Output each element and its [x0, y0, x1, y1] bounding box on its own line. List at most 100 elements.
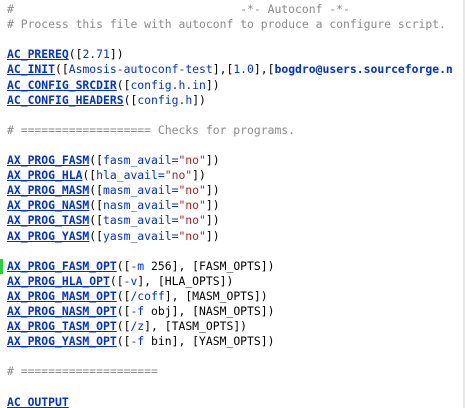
punctuation: ([ — [82, 168, 97, 183]
punctuation: ([ — [123, 92, 138, 107]
macro-name: AX_PROG_YASM — [7, 228, 90, 243]
macro-name: AX_PROG_HLA — [7, 168, 83, 183]
punctuation: ([ — [68, 47, 83, 62]
punctuation: ([ — [116, 334, 131, 349]
argument-text: tasm_avail= — [103, 213, 179, 228]
punctuation: ([ — [116, 258, 131, 273]
code-line[interactable]: AX_PROG_MASM_OPT([/coff], [MASM_OPTS]) — [7, 289, 268, 304]
argument-text: masm_avail= — [103, 183, 179, 198]
punctuation: ([ — [89, 153, 104, 167]
macro-name: AX_PROG_YASM_OPT — [7, 334, 117, 349]
comment-text: # Process this file with autoconf to pro… — [7, 17, 446, 32]
punctuation: ]) — [192, 168, 206, 183]
punctuation: ([ — [89, 213, 104, 228]
argument-text: /z — [130, 319, 145, 334]
punctuation: bin], [YASM_OPTS]) — [144, 334, 275, 349]
macro-name: AX_PROG_FASM_OPT — [7, 258, 117, 273]
string-literal: "no" — [178, 198, 206, 213]
code-line[interactable]: # ==================== — [7, 364, 158, 379]
code-line[interactable]: AC_CONFIG_HEADERS([config.h]) — [7, 93, 206, 108]
code-line[interactable]: # =================== Checks for program… — [7, 123, 295, 138]
argument-text: nasm_avail= — [103, 198, 179, 213]
code-line[interactable]: AX_PROG_NASM([nasm_avail="no"]) — [7, 198, 220, 213]
punctuation: ([ — [89, 228, 104, 243]
argument-text: hla_avail= — [96, 168, 165, 183]
punctuation: ]) — [205, 153, 220, 167]
code-line[interactable]: AX_PROG_TASM([tasm_avail="no"]) — [7, 213, 220, 228]
punctuation: ([ — [55, 62, 69, 77]
code-line[interactable]: # Process this file with autoconf to pro… — [7, 17, 446, 32]
punctuation: ],[ — [212, 62, 234, 77]
punctuation: ([ — [89, 198, 104, 213]
argument-text: fasm_avail= — [103, 153, 179, 167]
code-line[interactable]: AX_PROG_YASM_OPT([-f bin], [YASM_OPTS]) — [7, 334, 274, 349]
punctuation: ]) — [205, 228, 220, 243]
code-line[interactable]: AX_PROG_HLA([hla_avail="no"]) — [7, 168, 206, 183]
macro-name: AX_PROG_NASM_OPT — [7, 304, 117, 318]
code-line[interactable]: # -*- Autoconf -*- — [7, 2, 350, 17]
punctuation: ]) — [205, 183, 220, 198]
macro-name: AX_PROG_NASM — [7, 198, 90, 213]
macro-name: AX_PROG_FASM — [7, 153, 90, 167]
macro-name: AC_OUTPUT — [7, 394, 69, 408]
string-literal: "no" — [178, 153, 206, 167]
punctuation: ]) — [109, 47, 124, 62]
code-line[interactable]: AX_PROG_YASM([yasm_avail="no"]) — [7, 229, 220, 244]
code-line[interactable]: AC_PREREQ([2.71]) — [7, 47, 124, 62]
argument-text: config.h — [137, 92, 193, 107]
argument-text: -f — [130, 334, 145, 349]
string-literal: "no" — [164, 168, 193, 183]
comment-text: # -*- Autoconf -*- — [7, 2, 350, 16]
code-line[interactable]: AX_PROG_MASM([masm_avail="no"]) — [7, 183, 220, 198]
punctuation: 256], [FASM_OPTS]) — [144, 258, 275, 273]
string-literal: "no" — [178, 183, 206, 198]
argument-text: 2.71 — [82, 47, 110, 62]
macro-name: AC_PREREQ — [7, 47, 69, 62]
punctuation: ([ — [116, 77, 131, 92]
macro-name: AX_PROG_MASM_OPT — [7, 288, 117, 303]
string-literal: "no" — [178, 228, 206, 243]
modified-line-marker — [0, 258, 3, 274]
code-line[interactable]: AX_PROG_HLA_OPT([-v], [HLA_OPTS]) — [7, 274, 233, 289]
macro-name: AX_PROG_HLA_OPT — [7, 273, 110, 288]
code-line[interactable]: AC_CONFIG_SRCDIR([config.h.in]) — [7, 78, 220, 93]
macro-name: AX_PROG_MASM — [7, 183, 90, 198]
vertical-scrollbar[interactable] — [463, 0, 465, 408]
punctuation: obj], [NASM_OPTS]) — [144, 304, 275, 318]
argument-text: /coff — [130, 288, 165, 303]
code-line[interactable]: AX_PROG_FASM([fasm_avail="no"]) — [7, 153, 220, 168]
punctuation: ]) — [192, 92, 206, 107]
macro-name: AC_INIT — [7, 62, 56, 77]
argument-text: yasm_avail= — [103, 228, 179, 243]
punctuation: ]) — [205, 77, 220, 92]
comment-text: # ==================== — [7, 364, 158, 379]
punctuation: ], [TASM_OPTS]) — [144, 319, 248, 334]
editor-gutter — [0, 0, 3, 408]
punctuation: ],[ — [253, 62, 275, 77]
comment-text: # =================== Checks for program… — [7, 122, 296, 137]
macro-name: AC_CONFIG_SRCDIR — [7, 77, 117, 92]
argument-text: -f — [130, 304, 145, 318]
code-line[interactable]: AX_PROG_FASM_OPT([-m 256], [FASM_OPTS]) — [7, 259, 274, 274]
code-line[interactable]: AC_OUTPUT — [7, 395, 69, 408]
code-line[interactable]: AC_INIT([Asmosis-autoconf-test],[1.0],[b… — [7, 62, 453, 77]
punctuation: ([ — [116, 319, 131, 334]
punctuation: ]) — [205, 198, 220, 213]
macro-name: AC_CONFIG_HEADERS — [7, 92, 124, 107]
punctuation: ], [HLA_OPTS]) — [137, 273, 234, 288]
argument-text: config.h.in — [130, 77, 206, 92]
email-link[interactable]: bogdro@users.sourceforge.n — [274, 62, 453, 77]
code-line[interactable]: AX_PROG_NASM_OPT([-f obj], [NASM_OPTS]) — [7, 304, 274, 319]
argument-text: 1.0 — [233, 62, 254, 77]
punctuation: ], [MASM_OPTS]) — [164, 288, 268, 303]
punctuation: ([ — [116, 304, 131, 318]
punctuation: ([ — [109, 273, 124, 288]
punctuation: ]) — [205, 213, 220, 228]
punctuation: ([ — [116, 288, 131, 303]
argument-text: -v — [123, 273, 138, 288]
code-line[interactable]: AX_PROG_TASM_OPT([/z], [TASM_OPTS]) — [7, 319, 247, 334]
macro-name: AX_PROG_TASM_OPT — [7, 319, 117, 334]
macro-name: AX_PROG_TASM — [7, 213, 90, 228]
